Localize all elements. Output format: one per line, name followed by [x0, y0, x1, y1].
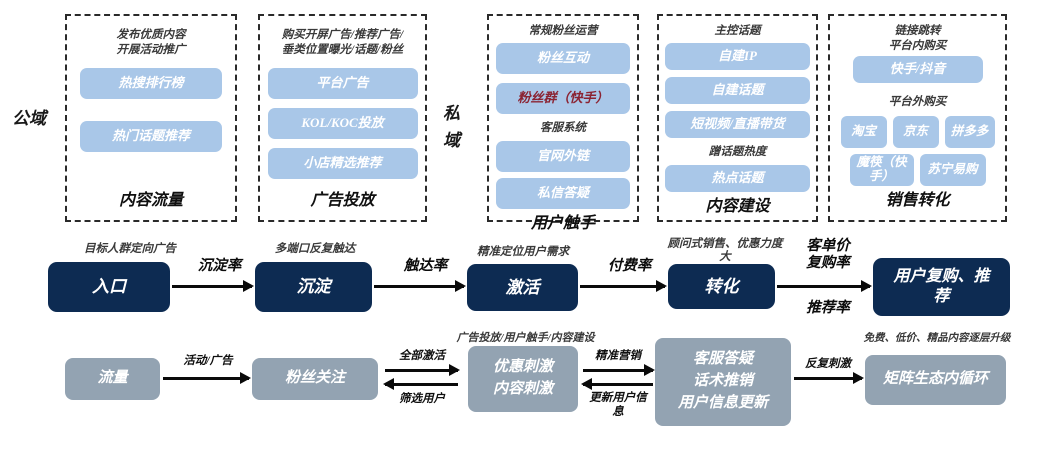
loop-stage-service: 客服答疑 话术推销 用户信息更新	[655, 338, 791, 426]
tactic-chip: 自建IP	[665, 42, 810, 70]
section-note: 发布优质内容 开展活动推广	[116, 29, 186, 56]
section-sales-conversion: 链接跳转 平台内购买 快手/抖音 平台外购买 淘宝 京东 拼多多 魔筷（快手） …	[828, 14, 1007, 222]
platform-chip: 淘宝	[840, 115, 887, 148]
section-content-building: 主控话题 自建IP 自建话题 短视频/直播带货 蹭话题热度 热点话题 内容建设	[657, 14, 818, 222]
arrow-right-icon	[163, 372, 251, 383]
rate-label: 推荐率	[806, 300, 850, 316]
loop-stage-ecosystem: 矩阵生态内循环	[865, 355, 1006, 405]
tactic-chip: 小店精选推荐	[267, 147, 418, 179]
tactic-chip-highlight: 粉丝群（快手）	[496, 82, 630, 114]
arrow-right-icon	[580, 280, 667, 291]
loop-note: 免费、低价、精品内容逐层升级	[863, 333, 1011, 344]
tactic-chip: 热点话题	[665, 164, 810, 192]
tactic-chip: 快手/抖音	[852, 55, 983, 83]
loop-stage-follow: 粉丝关注	[252, 358, 378, 400]
section-content-traffic: 发布优质内容 开展活动推广 热搜排行榜 热门话题推荐 内容流量	[65, 14, 237, 222]
arrow-right-icon	[385, 364, 460, 375]
arrow-label: 反复刺激	[805, 358, 851, 370]
rate-label: 客单价 复购率	[806, 238, 850, 271]
funnel-stage-repurchase: 用户复购、推 荐	[873, 258, 1010, 316]
rate-label: 触达率	[403, 258, 448, 274]
arrow-label: 筛选用户	[399, 393, 445, 405]
arrow-right-icon	[583, 364, 655, 375]
section-note: 链接跳转	[894, 25, 941, 37]
section-ad-placement: 购买开屏广告/推荐广告/ 垂类位置曝光/话题/粉丝 平台广告 KOL/KOC投放…	[258, 14, 427, 222]
arrow-right-icon	[794, 372, 864, 383]
tactic-chip: 短视频/直播带货	[665, 110, 810, 138]
section-title: 广告投放	[310, 192, 375, 209]
section-title: 用户触手	[530, 214, 595, 232]
platform-chip: 魔筷（快手）	[849, 153, 914, 186]
section-title: 销售转化	[885, 192, 950, 209]
loop-stage-stimulate: 优惠刺激 内容刺激	[468, 346, 578, 412]
tactic-chip: 平台广告	[267, 67, 418, 99]
stage-note: 精准定位用户需求	[477, 246, 569, 258]
stage-note: 目标人群定向广告	[84, 243, 176, 255]
tactic-chip: KOL/KOC投放	[267, 107, 418, 139]
rate-label: 付费率	[607, 258, 652, 274]
stage-note: 多端口反复触达	[274, 243, 356, 255]
section-note: 常规粉丝运营	[528, 25, 598, 37]
arrow-label: 精准营销	[595, 350, 641, 362]
arrow-right-icon	[374, 280, 466, 291]
arrow-left-icon	[581, 378, 653, 389]
arrow-left-icon	[383, 378, 458, 389]
arrow-right-icon	[777, 280, 872, 291]
arrow-label: 更新用户信 息	[589, 392, 647, 418]
arrow-label: 全部激活	[399, 350, 445, 362]
platform-chip: 拼多多	[944, 115, 995, 148]
section-note: 平台内购买	[888, 39, 947, 52]
rate-label: 沉淀率	[197, 258, 242, 274]
tactic-chip: 热门话题推荐	[80, 120, 222, 152]
tactic-chip: 私信答疑	[496, 177, 630, 209]
tactic-chip: 自建话题	[665, 76, 810, 104]
loop-note: 广告投放/用户触手/内容建设	[456, 332, 595, 344]
section-note: 客服系统	[540, 121, 586, 134]
loop-stage-traffic: 流量	[65, 358, 160, 400]
stage-note: 顾问式销售、优惠力度 大	[667, 238, 783, 263]
tactic-chip: 官网外链	[496, 140, 630, 172]
section-note: 购买开屏广告/推荐广告/ 垂类位置曝光/话题/粉丝	[281, 29, 404, 56]
platform-row: 淘宝 京东 拼多多	[840, 115, 995, 148]
funnel-stage-settle: 沉淀	[255, 262, 372, 312]
funnel-stage-entry: 入口	[48, 262, 170, 312]
tactic-chip: 热搜排行榜	[80, 67, 222, 99]
platform-chip: 京东	[892, 115, 939, 148]
arrow-label: 活动/广告	[183, 355, 233, 367]
arrow-right-icon	[172, 280, 254, 291]
tactic-chip: 粉丝互动	[496, 42, 630, 74]
section-note: 平台外购买	[888, 95, 947, 108]
private-domain-label: 私 域	[443, 104, 460, 151]
section-title: 内容建设	[705, 197, 770, 215]
section-note: 蹭话题热度	[708, 145, 767, 158]
platform-chip: 苏宁易购	[919, 153, 986, 186]
platform-row: 魔筷（快手） 苏宁易购	[849, 153, 986, 186]
section-title: 内容流量	[118, 192, 183, 209]
funnel-stage-convert: 转化	[668, 264, 775, 309]
public-domain-label: 公域	[12, 109, 46, 128]
section-user-touchpoints: 常规粉丝运营 粉丝互动 粉丝群（快手） 客服系统 官网外链 私信答疑 用户触手	[487, 14, 639, 232]
section-note: 主控话题	[714, 25, 761, 37]
funnel-stage-activate: 激活	[467, 264, 578, 311]
